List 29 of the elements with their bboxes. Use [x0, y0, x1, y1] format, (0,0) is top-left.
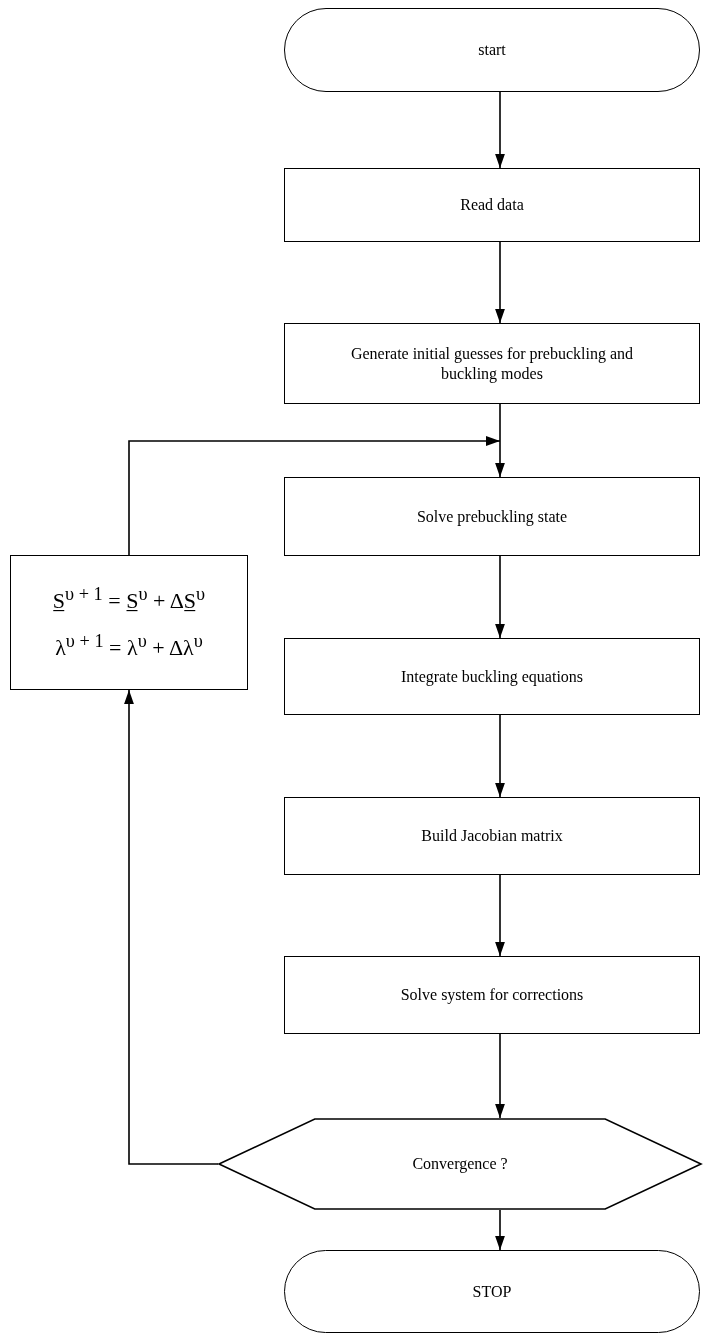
process-box [10, 555, 248, 690]
arrow [128, 436, 501, 556]
process-box [284, 797, 700, 875]
arrow [495, 241, 505, 324]
arrow [495, 403, 505, 478]
update-formula: S̲$^{υ + 1}$ = S̲$^{υ}$ + ΔS̲$^{υ}$ [52, 583, 206, 615]
node-label: Generate initial guesses for prebuckling and buckling modes [349, 344, 635, 383]
node-label: Convergence ? [412, 1154, 508, 1174]
node-label: STOP [472, 1281, 512, 1302]
update-formula: λ$^{υ + 1}$ = λ$^{υ}$ + Δλ$^{υ}$ [55, 630, 203, 662]
arrow [495, 874, 505, 957]
arrow [124, 689, 219, 1165]
process-box [284, 168, 700, 242]
arrow [495, 714, 505, 798]
node-label: Integrate buckling equations [400, 666, 584, 687]
arrow [495, 1209, 505, 1251]
process-box [284, 477, 700, 556]
node-label: Read data [460, 195, 524, 215]
decision-hexagon [218, 1118, 702, 1210]
node-label: Solve prebuckling state [416, 506, 568, 527]
process-box [284, 323, 700, 404]
node-label: Solve system for corrections [400, 985, 584, 1005]
node-label: Build Jacobian matrix [421, 826, 563, 846]
process-box [284, 638, 700, 715]
process-box [284, 956, 700, 1034]
arrow [495, 91, 505, 169]
arrow [495, 1033, 505, 1119]
arrow [495, 555, 505, 639]
node-label: start [478, 40, 506, 60]
